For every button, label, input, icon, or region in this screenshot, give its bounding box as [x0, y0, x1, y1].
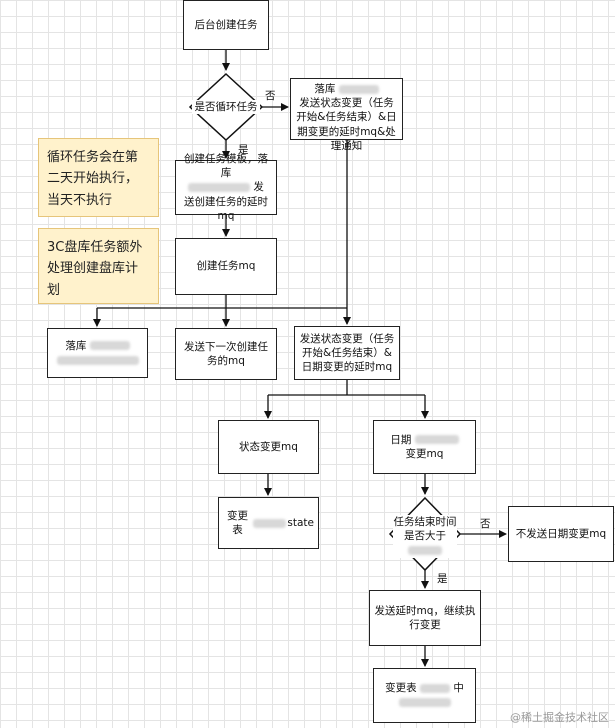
no-date-change-label: 不发送日期变更mq [515, 527, 607, 540]
send-state-date-node: 发送状态变更（任务开始&任务结束）&日期变更的延时mq [294, 326, 400, 380]
state-change-mq-label: 状态变更mq [239, 440, 298, 453]
edge-send-state-split [268, 380, 425, 396]
redacted-text [338, 84, 379, 94]
state-change-mq-node: 状态变更mq [218, 420, 319, 474]
send-next-node: 发送下一次创建任务的mq [175, 328, 277, 380]
land-top-title: 落库 [314, 83, 336, 95]
land-top-title-line: 落库 [314, 82, 379, 96]
edge-label-yes-2: 是 [437, 573, 448, 585]
create-task-mq-node: 创建任务mq [175, 238, 277, 295]
send-next-label: 发送下一次创建任务的mq [184, 340, 268, 367]
end-time-decision-text: 任务结束时间是否大于 [393, 516, 457, 543]
loop-note: 循环任务会在第二天开始执行，当天不执行 [38, 138, 159, 217]
redacted-text [398, 698, 451, 707]
create-template-line-1: 创建任务模板，落库 [184, 153, 268, 180]
redacted-text [89, 341, 130, 351]
land-left-line-2 [56, 353, 139, 367]
edge-label-yes-1: 是 [238, 144, 249, 156]
change-table-task-label: 变更表 [385, 682, 417, 695]
start-node: 后台创建任务 [183, 0, 269, 50]
change-table-task-b: 中 [453, 682, 464, 695]
end-time-decision-label: 任务结束时间是否大于 [393, 515, 457, 558]
send-delay-label: 发送延时mq，继续执行变更 [374, 604, 476, 631]
date-change-b: 变更mq [405, 448, 444, 460]
change-table-state-b: state [287, 516, 314, 529]
date-change-mq-node: 日期 变更mq [373, 420, 476, 474]
send-delay-node: 发送延时mq，继续执行变更 [369, 590, 481, 646]
date-change-line-1: 日期 [390, 433, 459, 447]
send-state-date-label: 发送状态变更（任务开始&任务结束）&日期变更的延时mq [299, 332, 395, 374]
land-top-node: 落库 发送状态变更（任务开始&任务结束）&日期变更的延时mq&处理通知 [290, 78, 403, 152]
land-top-body: 发送状态变更（任务开始&任务结束）&日期变更的延时mq&处理通知 [296, 97, 397, 152]
redacted-text [414, 435, 459, 445]
create-template-line-3: 送创建任务的延时mq [184, 195, 268, 222]
c3-note: 3C盘库任务额外处理创建盘库计划 [38, 228, 159, 304]
land-left-label: 落库 [65, 339, 87, 352]
date-change-a: 日期 [390, 433, 412, 446]
redacted-text [188, 182, 251, 192]
redacted-text [408, 545, 442, 555]
edge-create-mq-split [97, 295, 347, 309]
create-task-mq-label: 创建任务mq [196, 260, 256, 273]
create-template-line-2: 发 [188, 180, 264, 194]
redacted-text [56, 355, 139, 365]
create-template-node: 创建任务模板，落库 发 送创建任务的延时mq [175, 153, 277, 222]
change-table-state-a: 变更表 [227, 509, 249, 536]
change-table-task-line-2 [398, 696, 451, 710]
loop-decision-label: 是否循环任务 [192, 100, 260, 115]
change-table-task-node: 变更表 中 [373, 668, 476, 723]
change-table-task-line-1: 变更表 中 [385, 681, 464, 695]
start-node-label: 后台创建任务 [194, 18, 258, 31]
create-template-b: 发 [253, 181, 264, 194]
land-left-line-1: 落库 [65, 339, 130, 353]
edge-label-no-2: 否 [480, 518, 491, 530]
watermark: @稀土掘金技术社区 [510, 711, 609, 724]
no-date-change-node: 不发送日期变更mq [508, 506, 614, 562]
redacted-text [420, 683, 450, 693]
redacted-text [253, 518, 287, 528]
land-left-node: 落库 [47, 328, 148, 378]
change-table-state-node: 变更表 state [218, 497, 319, 549]
edge-label-no-1: 否 [265, 90, 276, 102]
